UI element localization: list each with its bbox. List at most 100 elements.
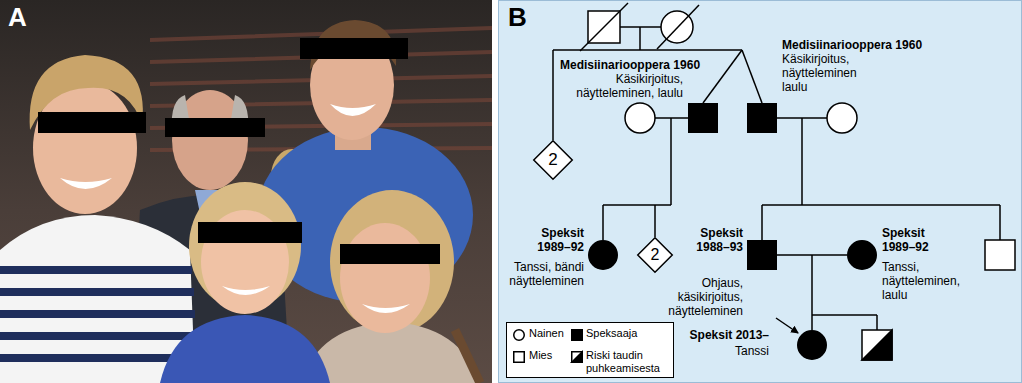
annotation-text: Ohjaus, käsikirjoitus, näytteleminen [653, 276, 743, 318]
affected-female-circle-outline [847, 240, 877, 270]
boy-shirt [0, 215, 195, 383]
legend-symbol [571, 329, 583, 341]
woman-hair [330, 190, 454, 334]
proband-circle: Speksit 2013–Tanssi [797, 330, 827, 360]
affected-male-square: Speksit 1988–93Ohjaus, käsikirjoitus, nä… [747, 240, 777, 270]
affected-female-circle: Speksit 1989–92Tanssi, bändi näyttelemin… [588, 240, 618, 270]
sibling-count-diamond-outline [534, 141, 573, 180]
affected-male-square: Medisiinariooppera 1960Käsikirjoitus, nä… [688, 103, 718, 133]
proband-circle-outline [798, 331, 827, 360]
annotation-text: Tanssi, näytteleminen, laulu [882, 260, 974, 302]
annotation-heading: Speksit 1989–92 [882, 226, 942, 254]
legend-box: NainenMies SpeksaajaRiski taudin puhkeami… [506, 322, 674, 378]
boy-smile [60, 178, 112, 189]
descent-line [811, 315, 813, 330]
legend-text: Speksaaja [586, 327, 637, 340]
girl-top [160, 315, 330, 383]
privacy-bar [340, 244, 440, 264]
photo [0, 0, 492, 383]
descent-line [876, 315, 878, 330]
marriage-line [777, 254, 847, 256]
girl-smile [222, 286, 270, 295]
annotation-heading: Medisiinariooppera 1960 [782, 38, 952, 52]
risk-half-fill [862, 330, 892, 360]
privacy-bar [38, 112, 146, 133]
older-man-face [172, 90, 248, 190]
twin-line [703, 50, 742, 103]
affected-female-circle-outline [588, 240, 618, 270]
affected-male-square-outline [747, 240, 777, 270]
shirt-stripes [0, 270, 195, 358]
half-fill [572, 352, 583, 363]
sibship-line [603, 204, 671, 206]
proband-arrow [776, 318, 798, 333]
privacy-bar [165, 118, 265, 137]
panel-letter: B [508, 2, 527, 32]
seat-rows [150, 28, 492, 150]
affected-male-square-outline [689, 104, 718, 133]
male-square [985, 240, 1015, 270]
legend-symbol [514, 330, 525, 341]
descent-line [602, 205, 604, 240]
count-number: 2 [533, 140, 573, 180]
count-number: 2 [637, 237, 673, 273]
descent-line [801, 118, 803, 205]
legend-symbol [514, 352, 525, 363]
legend-text: Mies [529, 349, 552, 362]
sibship-line [812, 314, 877, 316]
affected-female-circle-outline [848, 241, 877, 270]
female-circle [827, 103, 857, 133]
sibling-count-diamond-outline [638, 238, 673, 273]
bag-strap [455, 330, 480, 383]
legend-text: Riski taudin puhkeamisesta [586, 349, 668, 375]
affected-female-circle-outline [589, 241, 618, 270]
privacy-bar [198, 222, 302, 243]
deceased-slash [580, 3, 628, 51]
twin-line [742, 50, 762, 103]
proband-circle-outline [797, 330, 827, 360]
legend-text: Nainen [529, 327, 564, 340]
deceased-slash [657, 5, 699, 49]
legend-symbol [513, 351, 525, 363]
panel-letter: A [8, 2, 27, 32]
annotation-heading: Speksit 1988–93 [683, 226, 743, 254]
risk-square [862, 330, 892, 360]
descent-line [811, 255, 813, 315]
woman-smile [362, 304, 410, 313]
affected-male-square-outline [747, 103, 777, 133]
sibling-count-diamond: 2 [637, 237, 673, 273]
man-smile [330, 104, 376, 116]
legend-symbol [571, 329, 583, 341]
legend-symbol [513, 329, 525, 341]
descent-line [639, 27, 641, 50]
descent-line [761, 205, 763, 240]
descent-line [670, 118, 672, 205]
auditorium-background [0, 0, 492, 383]
sibship-line [762, 204, 1000, 206]
descent-line [552, 50, 554, 140]
privacy-bar [300, 38, 408, 59]
annotation-heading: Speksit 2013– [690, 328, 769, 342]
descent-line [654, 205, 656, 237]
annotation-group: Medisiinariooppera 1960Käsikirjoitus, nä… [560, 58, 718, 100]
legend-symbol [572, 330, 583, 341]
annotation-group: Medisiinariooppera 1960Käsikirjoitus, nä… [782, 38, 952, 94]
descent-line [999, 205, 1001, 240]
legend-symbol [513, 351, 525, 363]
annotation-text: Tanssi, bändi näytteleminen [498, 260, 584, 288]
annotation-text: Käsikirjoitus, näytteleminen laulu [782, 52, 872, 94]
affected-female-circle: Speksit 1989–92Tanssi, näytteleminen, la… [847, 240, 877, 270]
legend-symbol [571, 351, 583, 363]
affected-male-square-outline [748, 104, 777, 133]
annotation-heading: Medisiinariooppera 1960 [560, 58, 718, 72]
legend-symbol [572, 352, 583, 363]
sibling-count-diamond: 2 [533, 140, 573, 180]
annotation-text: Käsikirjoitus, näytteleminen, laulu [560, 72, 718, 100]
affected-male-square: Medisiinariooppera 1960Käsikirjoitus, nä… [747, 103, 777, 133]
female-circle [625, 103, 655, 133]
legend-symbol [571, 351, 583, 363]
pedigree-lines [553, 27, 1000, 330]
annotation-heading: Speksit 1989–92 [524, 226, 584, 254]
affected-male-square-outline [748, 241, 777, 270]
annotation-text: Tanssi [735, 344, 769, 358]
